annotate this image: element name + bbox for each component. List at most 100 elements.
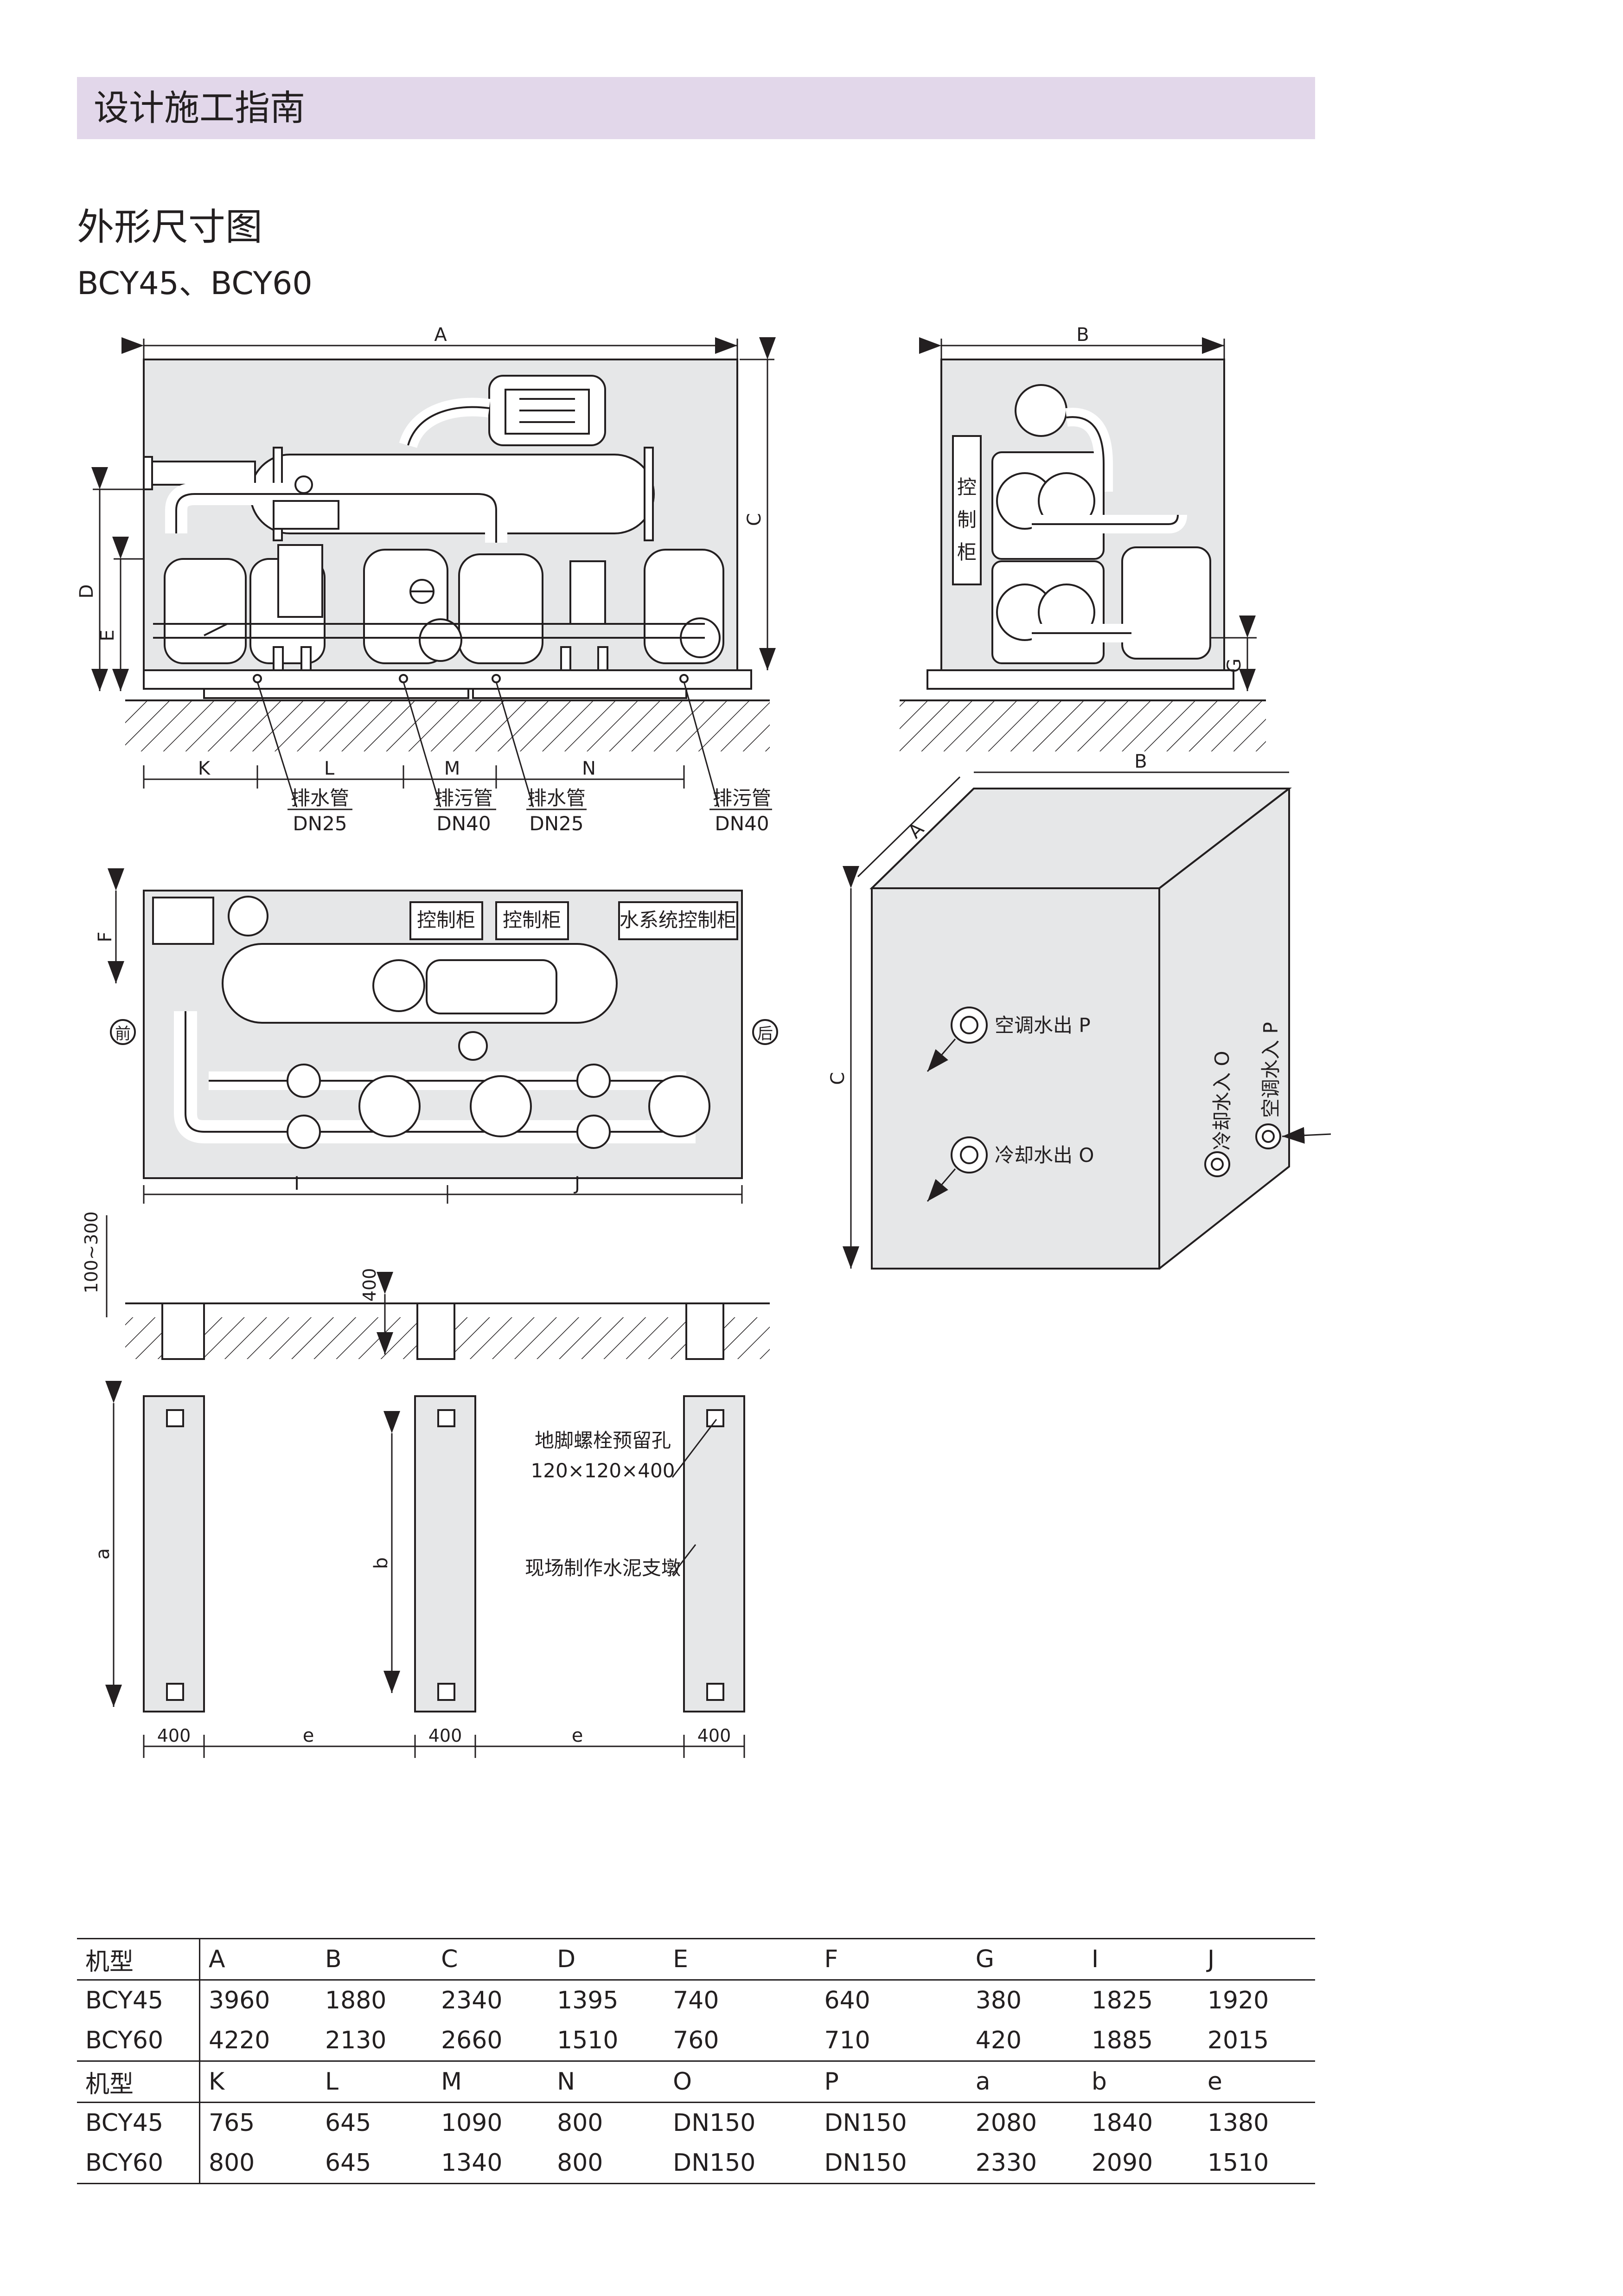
sewage-pipe-label-1: 排污管: [435, 787, 493, 809]
dim-k-label: K: [198, 758, 211, 779]
dim-e-lower-label-1: e: [303, 1725, 314, 1746]
table-cell: 1395: [557, 1987, 619, 2014]
dim-a-lower-label: a: [92, 1548, 114, 1560]
table-cell: 2015: [1207, 2027, 1269, 2054]
foundation-plan: [105, 1381, 745, 1758]
section-title: 外形尺寸图: [77, 205, 262, 249]
sewage-pipe-size-1: DN40: [436, 812, 491, 835]
iso-dim-b-label: B: [1134, 751, 1147, 772]
table-cell: 2130: [325, 2027, 387, 2054]
table-cell: E: [665, 1938, 816, 1981]
table-cell: 800: [557, 2109, 603, 2137]
table-cell: 4220: [209, 2027, 270, 2054]
table-cell: C: [433, 1938, 549, 1981]
table-model-cell: BCY45: [77, 1980, 200, 2020]
header-title: 设计施工指南: [94, 87, 305, 128]
sewage-pipe-label-2: 排污管: [713, 787, 771, 809]
concrete-pier-label: 现场制作水泥支墩: [525, 1557, 681, 1579]
model-subtitle: BCY45、BCY60: [77, 265, 313, 302]
gap-dim-label: 100~300: [81, 1212, 102, 1294]
table-cell: K: [199, 2060, 317, 2103]
table-cell: DN150: [665, 2143, 816, 2184]
cooling-water-in-label: 冷却水入 O: [1211, 1051, 1233, 1150]
table-cell: P: [816, 2060, 967, 2103]
table-cell: 760: [673, 2027, 719, 2054]
dim-a-label: A: [434, 324, 447, 346]
table-model-cell: 机型: [77, 2060, 200, 2103]
table-model-cell: BCY60: [77, 2020, 200, 2061]
dim-g-label: G: [1224, 659, 1245, 673]
ac-water-out-label: 空调水出 P: [995, 1014, 1091, 1037]
table-cell: 1885: [1091, 2027, 1153, 2054]
table-cell: DN150: [824, 2109, 907, 2137]
depth-dim-label: 400: [359, 1268, 380, 1302]
dim-n-label: N: [582, 758, 596, 779]
table-cell: DN150: [673, 2109, 756, 2137]
table-cell: 765: [209, 2109, 255, 2137]
dim-b-lower-label: b: [371, 1557, 392, 1569]
table-cell: J: [1199, 1938, 1315, 1981]
bolt-hole-label: 地脚螺栓预留孔: [535, 1429, 671, 1452]
dim-b-label: B: [1076, 324, 1089, 346]
table-cell: 1825: [1091, 1987, 1153, 2014]
table-cell: F: [816, 1938, 967, 1981]
dim-i-label: I: [294, 1173, 300, 1194]
drain-pipe-size-1: DN25: [293, 812, 347, 835]
dim-e-label: E: [97, 629, 118, 641]
side-cabinet-char-3: 柜: [957, 541, 977, 564]
front-view: [91, 337, 776, 810]
table-cell: 2080: [975, 2109, 1037, 2137]
dim-f-label: F: [95, 931, 116, 942]
table-cell: B: [317, 1938, 433, 1981]
dim-m-label: M: [444, 758, 460, 779]
iso-view: [843, 771, 1331, 1270]
dimension-drawing: A B C D E G K L M N F I J A B C a b e e …: [76, 324, 1331, 1758]
control-cabinet-label-1: 控制柜: [417, 909, 475, 931]
table-cell: D: [549, 1938, 665, 1981]
table-cell: 1840: [1091, 2109, 1153, 2137]
table-cell: 740: [673, 1987, 719, 2014]
header-bar: 设计施工指南: [77, 77, 1315, 139]
cooling-water-out-label: 冷却水出 O: [995, 1144, 1094, 1167]
table-cell: 420: [975, 2027, 1022, 2054]
table-model-cell: 机型: [77, 1938, 200, 1981]
sewage-pipe-size-2: DN40: [715, 812, 769, 835]
table-cell: 640: [824, 1987, 870, 2014]
table-cell: 1920: [1207, 1987, 1269, 2014]
table-cell: I: [1083, 1938, 1199, 1981]
table-cell: M: [433, 2060, 549, 2103]
dim-e-lower-label-2: e: [572, 1725, 583, 1746]
table-cell: 800: [199, 2143, 317, 2184]
dim-c-label: C: [744, 513, 765, 526]
table-cell: 2090: [1083, 2143, 1199, 2184]
table-cell: 1340: [433, 2143, 549, 2184]
dim-l-label: L: [324, 758, 335, 779]
table-cell: 1510: [1199, 2143, 1315, 2184]
table-cell: 645: [325, 2109, 371, 2137]
dim-j-label: J: [573, 1173, 580, 1194]
ac-water-in-label: 空调水入 P: [1259, 1022, 1282, 1118]
table-cell: A: [199, 1938, 317, 1981]
table-cell: 645: [317, 2143, 433, 2184]
table-cell: L: [317, 2060, 433, 2103]
table-model-cell: BCY45: [77, 2102, 200, 2143]
dim-d-label: D: [76, 584, 97, 599]
table-cell: 1880: [325, 1987, 387, 2014]
table-cell: N: [549, 2060, 665, 2103]
pier-width-3: 400: [697, 1725, 731, 1746]
table-cell: 2330: [967, 2143, 1083, 2184]
table-model-cell: BCY60: [77, 2143, 200, 2184]
table-cell: 800: [549, 2143, 665, 2184]
table-cell: b: [1083, 2060, 1199, 2103]
table-cell: O: [665, 2060, 816, 2103]
table-cell: 3960: [209, 1987, 270, 2014]
table-cell: 1090: [441, 2109, 503, 2137]
table-cell: 2660: [441, 2027, 503, 2054]
